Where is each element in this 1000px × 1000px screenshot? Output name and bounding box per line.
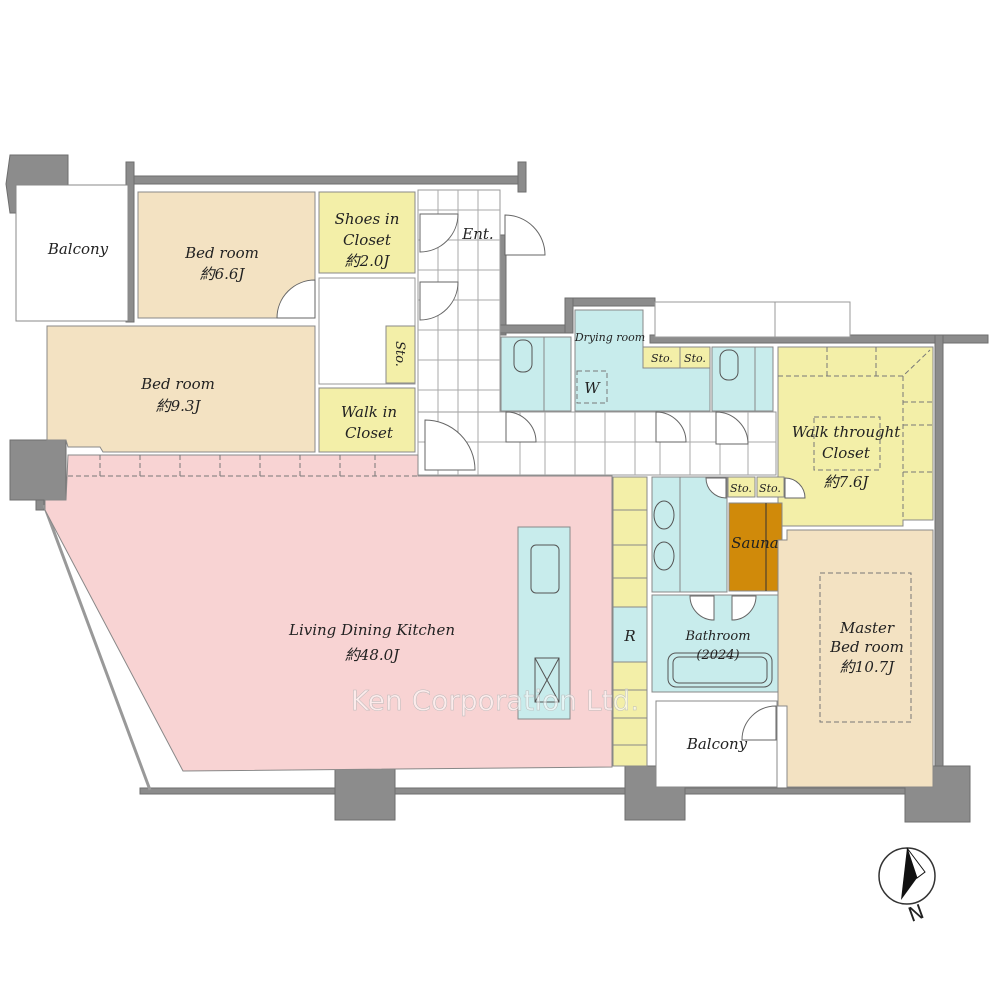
- storage-b-label: Sto.: [684, 352, 706, 365]
- refrigerator-label: R: [623, 627, 635, 645]
- north-arrow-icon: [878, 847, 936, 905]
- bedroom-2: [46, 325, 316, 453]
- walk-in-closet-label: Walk in: [341, 403, 397, 421]
- bathroom: [651, 594, 783, 693]
- ldk-label: Living Dining Kitchen: [288, 621, 455, 639]
- bedroom-1-label: Bed room: [184, 244, 259, 262]
- ldk-size: 約48.0J: [345, 646, 400, 664]
- storage-d-label: Sto.: [759, 482, 781, 495]
- sauna: [728, 502, 783, 592]
- washer-label: W: [584, 379, 601, 397]
- shoes-closet-size: 約2.0J: [345, 252, 391, 270]
- balcony-nw-label: Balcony: [47, 240, 109, 258]
- shoes-closet: [318, 191, 416, 274]
- living-dining-kitchen: [44, 454, 613, 772]
- bedroom-2-label: Bed room: [140, 375, 215, 393]
- storage-a-label: Sto.: [651, 352, 673, 365]
- storage-hall-label: Sto.: [392, 341, 407, 367]
- toilet-2: [711, 346, 774, 445]
- storage-c: [727, 476, 756, 498]
- bathroom-year: (2024): [696, 648, 739, 663]
- master-bedroom-size: 約10.7J: [840, 658, 895, 676]
- sauna-label: Sauna: [731, 534, 778, 552]
- balcony-south-label: Balcony: [686, 735, 748, 753]
- master-bedroom-label: Master: [839, 619, 895, 637]
- drying-room-label: Drying room: [574, 331, 645, 344]
- toilet-1: [500, 336, 572, 443]
- bathroom-label: Bathroom: [684, 629, 750, 644]
- walk-in-closet-label-2: Closet: [345, 424, 394, 442]
- walk-in-closet: [318, 387, 416, 453]
- shoes-closet-label: Shoes in: [335, 210, 400, 228]
- storage-c-label: Sto.: [730, 482, 752, 495]
- walk-through-closet-label-2: Closet: [822, 444, 871, 462]
- walk-through-closet-label: Walk throught: [792, 423, 902, 441]
- refrigerator: [612, 606, 648, 663]
- shoes-closet-label-2: Closet: [343, 231, 392, 249]
- vanity: [651, 476, 728, 593]
- walk-through-closet-size: 約7.6J: [824, 473, 870, 491]
- bedroom-1-size: 約6.6J: [200, 265, 246, 283]
- storage-hall: [385, 325, 416, 384]
- storage-b: [679, 346, 711, 369]
- master-bedroom: [777, 529, 934, 788]
- master-bedroom-label-2: Bed room: [829, 638, 904, 656]
- entrance-label: Ent.: [461, 225, 493, 243]
- north-label: N: [905, 899, 927, 927]
- kitchen-island: [517, 526, 571, 720]
- storage-d: [756, 476, 785, 498]
- watermark: Ken Corporation Ltd.: [351, 684, 639, 717]
- balcony-nw: [15, 184, 129, 322]
- bedroom-2-size: 約9.3J: [156, 397, 202, 415]
